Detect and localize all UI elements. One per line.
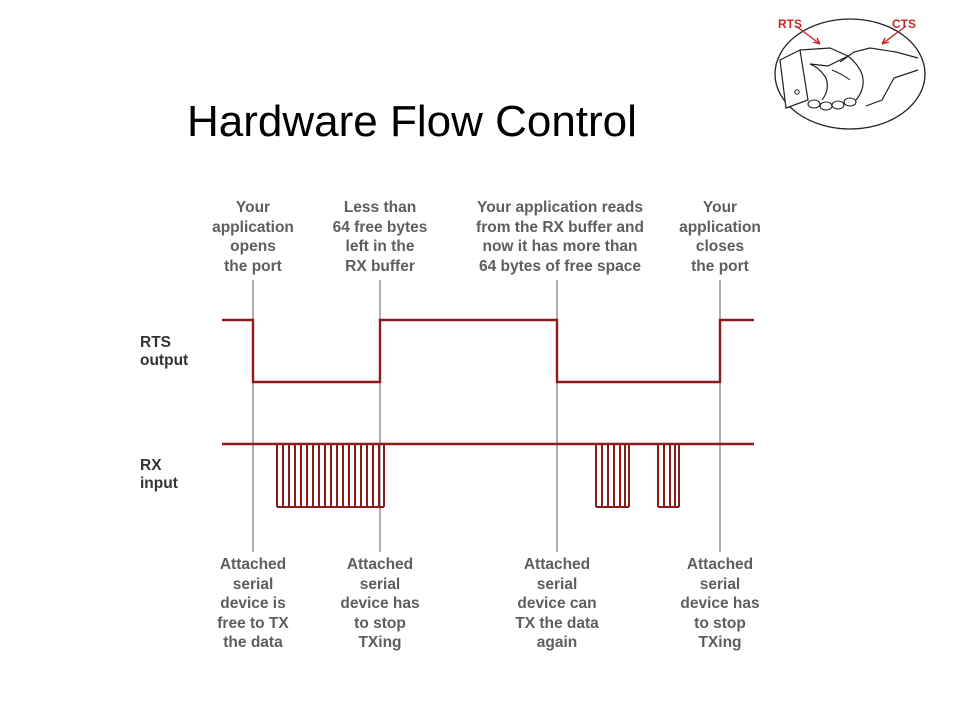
device-note-stop-tx-2: Attached serial device has to stop TXing: [680, 556, 760, 651]
rx-data-burst-3: [657, 444, 680, 508]
rts-waveform: [222, 318, 754, 384]
handshake-logo: RTS CTS: [770, 8, 928, 132]
logo-label-rts: RTS: [778, 17, 802, 31]
device-note-stop-tx-1: Attached serial device has to stop TXing: [340, 556, 420, 651]
event-note-port-closed: Your application closes the port: [679, 199, 761, 275]
logo-label-cts: CTS: [892, 17, 916, 31]
rts-output-label: RTS output: [140, 334, 189, 369]
event-note-buffer-nearly-full: Less than 64 free bytes left in the RX b…: [332, 199, 428, 275]
handshake-icon: [774, 18, 926, 130]
event-note-buffer-freed: Your application reads from the RX buffe…: [476, 199, 644, 275]
slide-title: Hardware Flow Control: [187, 97, 637, 146]
event-note-port-opened: Your application opens the port: [212, 199, 294, 275]
rx-input-label: RX input: [140, 457, 178, 492]
device-note-resume-tx: Attached serial device can TX the data a…: [515, 556, 599, 651]
device-note-free-to-tx: Attached serial device is free to TX the…: [217, 556, 289, 651]
rx-data-burst-1: [276, 444, 385, 508]
rx-data-burst-2: [595, 444, 630, 508]
